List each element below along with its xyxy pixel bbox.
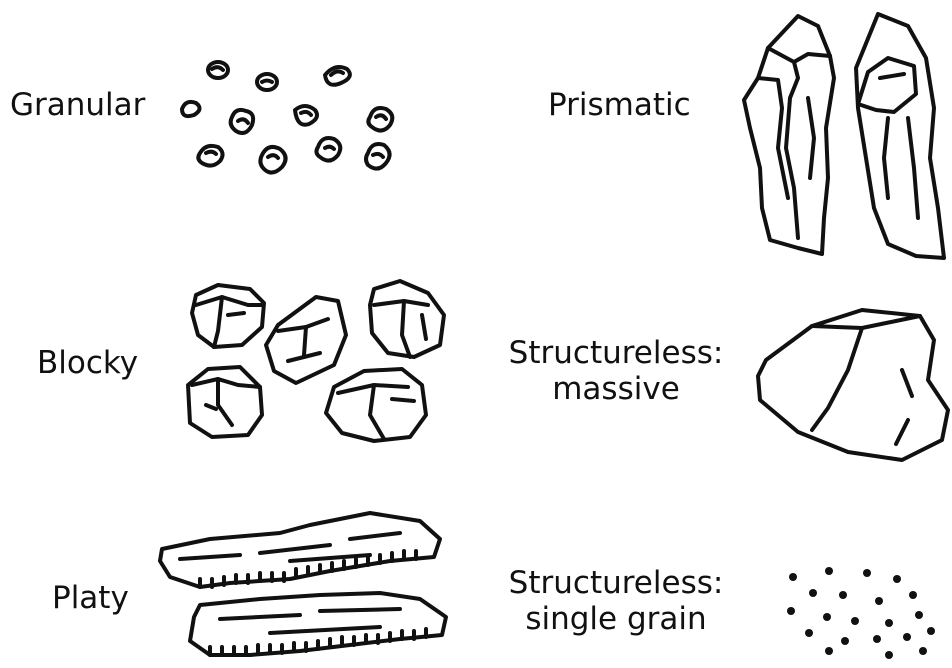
label-blocky: Blocky <box>37 345 138 381</box>
block <box>192 285 264 347</box>
prismatic-columns-illustration <box>738 8 952 266</box>
granule <box>257 74 277 90</box>
block <box>188 367 262 437</box>
platy-plates-illustration <box>150 495 450 665</box>
label-single-grain: single grain <box>497 601 735 637</box>
grain-dots <box>787 567 935 659</box>
blocky-aggregates-illustration <box>178 275 453 445</box>
block <box>266 297 346 383</box>
prism-column <box>856 14 944 258</box>
label-granular: Granular <box>10 87 145 123</box>
label-structureless: Structureless: <box>497 335 735 371</box>
granular-aggregates-illustration <box>170 55 415 185</box>
single-grain-dots-illustration <box>785 565 945 665</box>
block <box>370 281 444 357</box>
massive-block-fracture <box>902 370 912 396</box>
plate <box>160 513 440 587</box>
massive-block-illustration <box>752 300 952 470</box>
label-massive: massive <box>497 371 735 407</box>
granule <box>208 62 228 78</box>
granule <box>295 106 317 125</box>
granule <box>366 144 390 169</box>
massive-block-fracture <box>812 328 862 430</box>
granule <box>316 138 340 161</box>
massive-block-fracture <box>896 420 908 444</box>
granule <box>231 110 253 133</box>
granule <box>325 67 350 85</box>
granule <box>198 146 222 166</box>
label-platy: Platy <box>52 580 129 616</box>
granule <box>368 108 392 131</box>
prism-column <box>744 16 834 254</box>
granule <box>260 147 285 173</box>
massive-block-outline <box>758 310 948 460</box>
granule <box>182 102 200 116</box>
block <box>326 369 426 441</box>
label-structureless-single-grain: Structureless: single grain <box>497 565 735 637</box>
label-structureless-2: Structureless: <box>497 565 735 601</box>
label-structureless-massive: Structureless: massive <box>497 335 735 407</box>
label-prismatic: Prismatic <box>548 87 691 123</box>
plate <box>190 593 446 655</box>
